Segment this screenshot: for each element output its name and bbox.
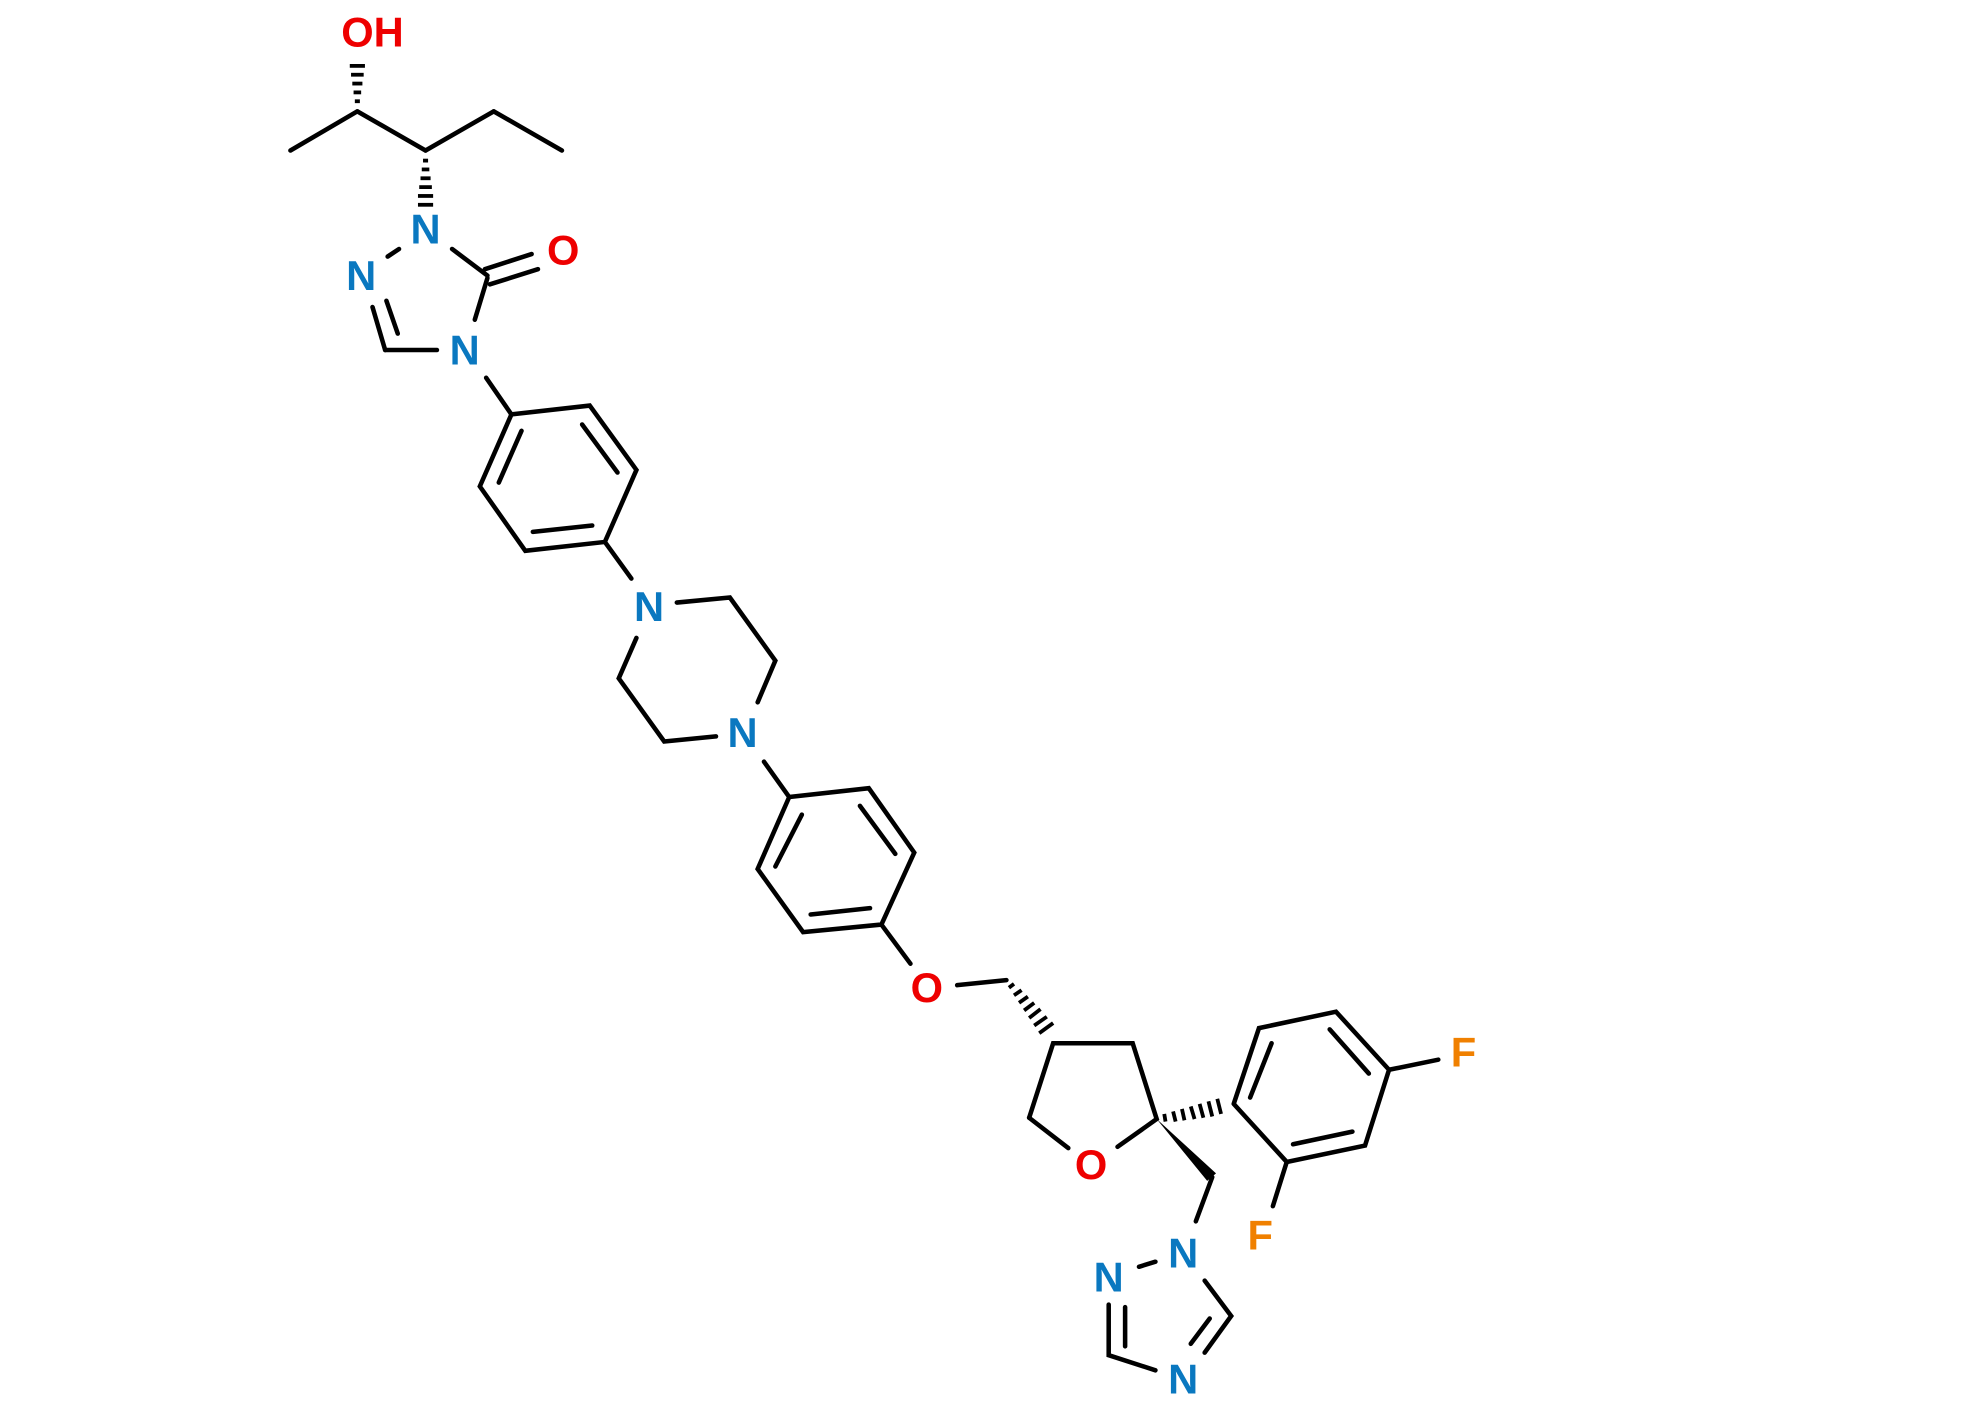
piperazine-n4-label: N <box>727 709 757 756</box>
hashed-bond-aryl <box>1162 1098 1223 1123</box>
triazolone-n2-label: N <box>346 252 376 299</box>
triazole-n1-label: N <box>1168 1229 1198 1276</box>
triazolone-n4-label: N <box>450 327 480 374</box>
hashed-bond-n1 <box>417 158 434 207</box>
wedge-bond <box>1156 1119 1217 1181</box>
fluorine-4-label: F <box>1451 1029 1476 1076</box>
hydroxyl-label: OH <box>341 8 403 55</box>
atom-labels: OH N N N O N N O O N N N F F <box>341 8 1476 1402</box>
piperazine-n1-label: N <box>634 583 664 630</box>
fluorine-2-label: F <box>1248 1212 1273 1259</box>
ether-o-label: O <box>911 964 943 1011</box>
hashed-bond-ch2 <box>1007 982 1055 1035</box>
triazole-n2-label: N <box>1094 1253 1124 1300</box>
carbonyl-o-label: O <box>547 227 579 274</box>
hashed-bond-oh <box>349 63 365 104</box>
triazolone-n1-label: N <box>411 205 441 252</box>
thf-o-label: O <box>1075 1141 1107 1188</box>
bonds <box>288 63 1441 1373</box>
triazole-n4-label: N <box>1168 1356 1198 1403</box>
